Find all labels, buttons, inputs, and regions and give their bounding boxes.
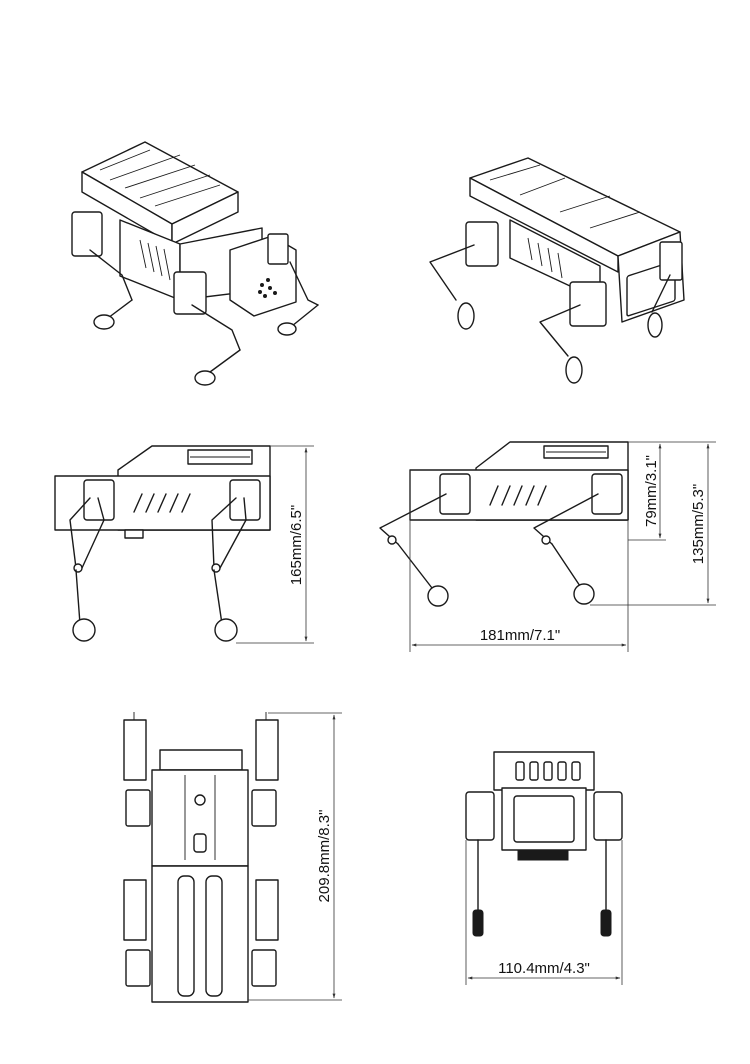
dimension-length-top: 209.8mm/8.3": [248, 712, 342, 1001]
dimension-label-height-crouched: 135mm/5.3": [690, 484, 707, 564]
dimension-length: 181mm/7.1": [409, 470, 629, 652]
dimension-width: 110.4mm/4.3": [465, 840, 623, 985]
dimension-label-height-upper: 79mm/3.1": [643, 455, 660, 527]
robot-dog-side-standing-icon: [54, 445, 271, 642]
robot-dog-isometric-front-icon: [71, 141, 319, 386]
dimension-height-standing: 165mm/6.5": [236, 445, 314, 644]
dimension-label-height-standing: 165mm/6.5": [288, 505, 305, 585]
robot-dog-isometric-rear-icon: [429, 157, 685, 384]
robot-dog-front-view-icon: [465, 751, 623, 937]
dimension-height-crouched: 135mm/5.3": [590, 441, 716, 606]
dimension-label-width: 110.4mm/4.3": [498, 960, 590, 977]
dimension-height-upper: 79mm/3.1": [628, 441, 666, 541]
robot-dog-top-view-icon: [123, 712, 279, 1003]
dimension-label-length: 181mm/7.1": [480, 627, 560, 644]
dimension-label-length-top: 209.8mm/8.3": [316, 810, 333, 903]
robot-dog-side-crouched-icon: [379, 441, 629, 607]
